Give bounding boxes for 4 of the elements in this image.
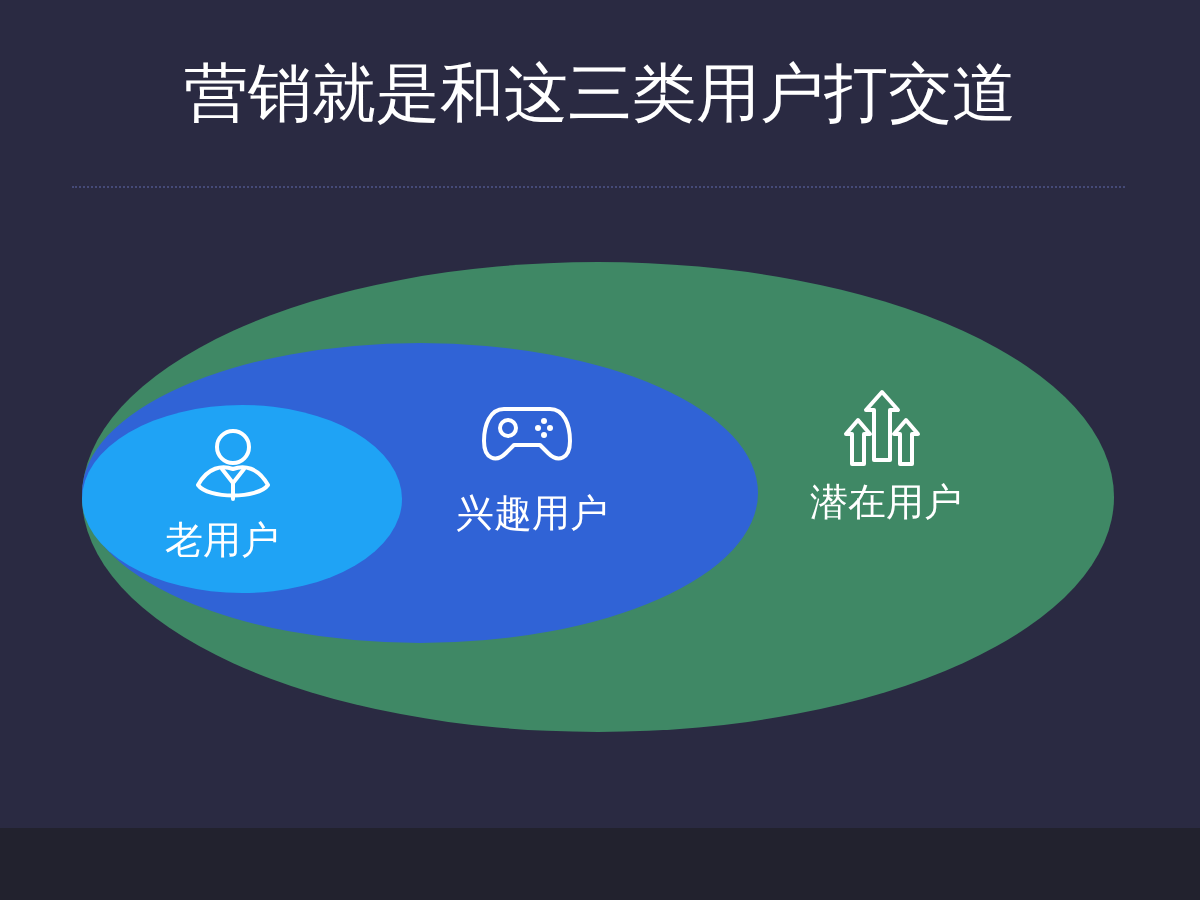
ellipse-label: 兴趣用户	[456, 493, 608, 535]
ellipse-label: 潜在用户	[810, 482, 962, 524]
ellipse-label: 老用户	[165, 520, 279, 562]
slide-title: 营销就是和这三类用户打交道	[183, 58, 1017, 129]
